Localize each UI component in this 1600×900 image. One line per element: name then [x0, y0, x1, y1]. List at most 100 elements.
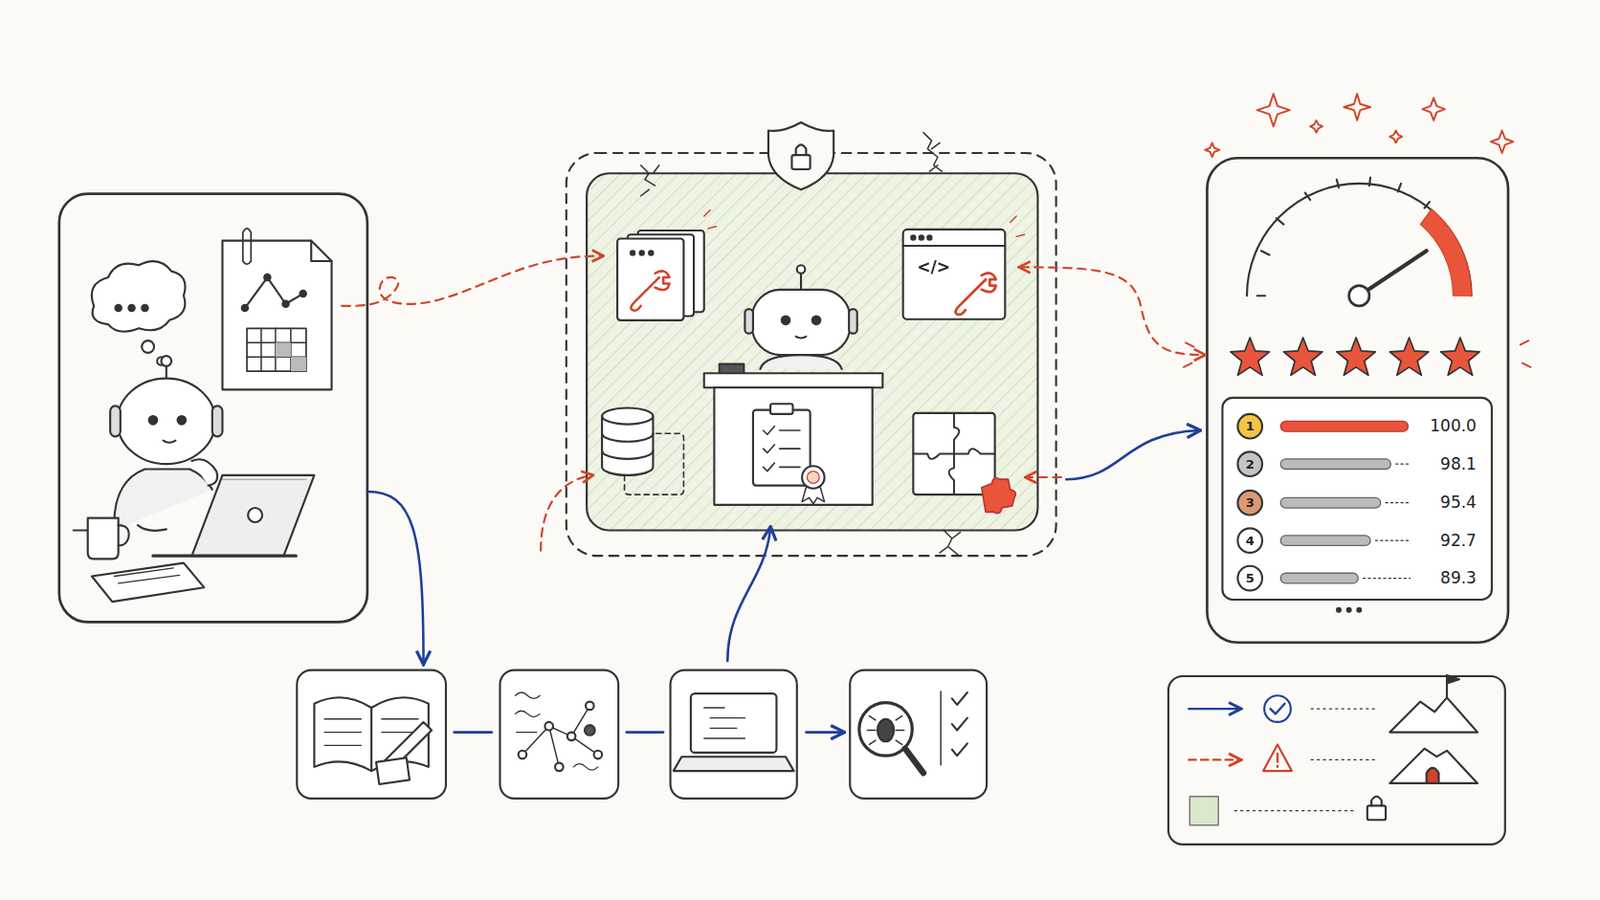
researcher-panel-part — [311, 241, 332, 262]
legend-panel-part — [1168, 676, 1506, 845]
researcher-panel-part — [191, 459, 218, 486]
sandbox-zone-part — [981, 478, 1017, 514]
researcher-panel-part — [242, 305, 248, 312]
sandbox-zone-part — [911, 235, 915, 240]
researcher-panel-part — [59, 194, 368, 623]
sandbox-zone-part — [1010, 216, 1025, 237]
rank-number: 3 — [1245, 496, 1255, 510]
sandbox-zone-part — [770, 403, 793, 415]
score: 100.0 — [1429, 418, 1477, 435]
score: 89.3 — [1440, 570, 1477, 587]
sandbox-zone — [566, 122, 1057, 556]
pipeline-part — [567, 733, 577, 742]
pipeline-part — [514, 692, 598, 771]
sandbox-zone-part — [601, 408, 653, 425]
leaderboard-panel-part — [1347, 608, 1352, 613]
researcher-panel-part — [163, 441, 177, 444]
leaderboard-panel-part — [1237, 490, 1263, 516]
legend-panel-part — [1234, 810, 1357, 812]
sandbox-zone-part — [800, 273, 802, 289]
researcher-panel-part — [118, 525, 130, 546]
flow-arrows-part — [727, 528, 771, 662]
researcher-panel-part — [153, 555, 296, 558]
sandbox-zone-part — [744, 309, 754, 334]
leaderboard-panel-part-part — [1490, 130, 1513, 153]
sandbox-zone-part — [566, 153, 1057, 556]
researcher-panel-part — [141, 340, 155, 354]
researcher-panel-part — [244, 277, 304, 309]
sandbox-zone-part — [752, 289, 850, 356]
sandbox-zone-part — [903, 229, 1006, 320]
sandbox-zone-part — [630, 270, 669, 311]
sandbox-zone-part — [796, 144, 807, 156]
researcher-panel-part — [212, 405, 223, 437]
leaderboard-panel-part-part — [1257, 93, 1290, 127]
sandbox-zone-part — [781, 316, 791, 326]
score: 92.7 — [1440, 533, 1477, 550]
rank-number: 5 — [1245, 572, 1255, 585]
legend-panel-part — [1389, 697, 1478, 733]
researcher-panel-part — [177, 416, 187, 425]
researcher-panel-part — [222, 241, 332, 391]
illustration-part — [59, 93, 1532, 845]
pipeline-part — [594, 751, 603, 760]
pipeline-part — [370, 708, 373, 772]
leaderboard-panel-part — [1246, 183, 1472, 296]
leaderboard-panel-part — [1349, 286, 1370, 307]
pipeline-part — [670, 670, 798, 800]
researcher-panel-part — [110, 405, 121, 437]
researcher-panel-part — [91, 261, 186, 333]
pipeline-part — [690, 693, 778, 754]
pipeline-part — [905, 749, 924, 775]
researcher-panel-part — [114, 305, 121, 312]
pipeline-part — [518, 751, 528, 760]
leaderboard-panel-part-part — [1204, 142, 1220, 157]
researcher-panel-part — [137, 525, 167, 532]
rank-number: 1 — [1245, 420, 1255, 433]
pipeline-part — [877, 719, 894, 742]
leaderboard-panel-part-part — [1283, 337, 1323, 376]
researcher-panel-part — [128, 305, 134, 312]
pipeline-part — [499, 670, 619, 800]
leaderboard-panel-part — [1363, 464, 1411, 578]
leaderboard-panel-part-part — [1310, 120, 1323, 134]
sandbox-zone-part — [903, 244, 1006, 247]
leaderboard-panel — [1183, 93, 1532, 644]
score: 98.1 — [1440, 456, 1477, 473]
leaderboard-panel-part — [1356, 608, 1361, 613]
legend-panel-part — [1311, 708, 1378, 710]
sandbox-zone-part — [713, 387, 872, 506]
leaderboard-panel-part — [1280, 535, 1371, 547]
legend-panel-part — [1189, 797, 1219, 826]
pipeline-part — [376, 757, 410, 785]
sandbox-zone-part — [806, 471, 820, 485]
leaderboard-panel-part — [1280, 459, 1391, 470]
pipeline-part — [296, 670, 446, 800]
sandbox-zone-part — [801, 488, 824, 505]
sandbox-zone-part — [955, 273, 996, 315]
sandbox-zone-part — [796, 336, 807, 339]
leaderboard-panel-part — [1280, 573, 1358, 584]
leaderboard-panel-part — [1237, 414, 1263, 440]
flow-arrows-part — [367, 491, 424, 664]
pipeline-part — [866, 716, 904, 746]
rank-number: 4 — [1245, 534, 1255, 548]
sandbox-zone-part — [923, 133, 942, 173]
flow-arrows-part — [1066, 430, 1200, 480]
sandbox-zone-part — [797, 265, 806, 274]
pipeline-part — [544, 722, 554, 732]
leaderboard-panel-part-part — [1336, 337, 1377, 376]
score: 95.4 — [1440, 494, 1477, 512]
leaderboard-panel-part — [1230, 337, 1480, 376]
sandbox-zone-part — [640, 250, 645, 255]
pipeline-part — [673, 756, 795, 772]
pipeline-part — [939, 691, 941, 766]
researcher-panel-part — [290, 356, 307, 372]
sandbox-zone-part — [601, 433, 653, 460]
pipeline-part — [522, 706, 599, 768]
leaderboard-panel-part — [1222, 398, 1492, 600]
sandbox-zone-part — [586, 173, 1038, 531]
legend-panel-part — [1389, 749, 1478, 784]
legend-panel-part — [1270, 704, 1286, 715]
researcher-panel-part — [282, 301, 289, 308]
